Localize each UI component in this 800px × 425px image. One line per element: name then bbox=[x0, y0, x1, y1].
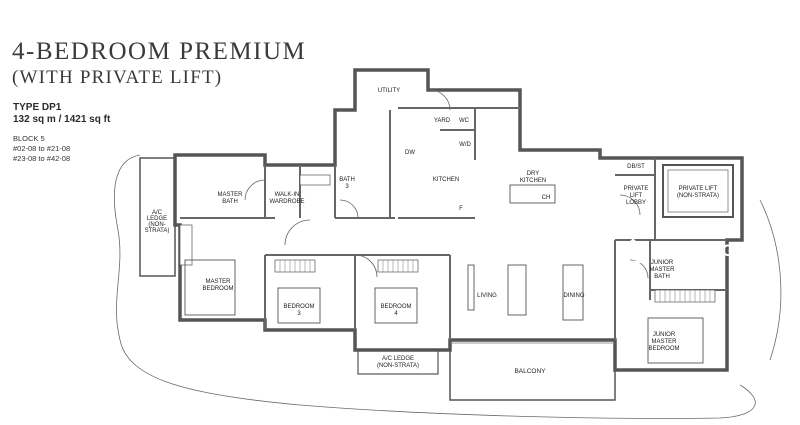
label-walkin: WARDROBE bbox=[269, 199, 304, 205]
label-wc: WC bbox=[459, 118, 470, 124]
sofa bbox=[507, 264, 527, 316]
ac-ledge-bottom bbox=[357, 349, 439, 375]
site-boundary bbox=[759, 199, 782, 361]
label-f: F bbox=[459, 206, 463, 212]
label-dining: DINING bbox=[564, 293, 585, 299]
door-swing bbox=[244, 179, 266, 201]
label-junior-master-bedroom: JUNIOR bbox=[653, 332, 676, 338]
plan-title: 4-BEDROOM PREMIUM bbox=[12, 38, 307, 65]
label-living: LIVING bbox=[477, 293, 497, 299]
dining-table bbox=[562, 264, 584, 321]
label-dw: DW bbox=[405, 150, 415, 156]
label-bedroom4: 4 bbox=[394, 311, 398, 317]
ac-ledge-left bbox=[139, 157, 176, 277]
plan-subtitle: (WITH PRIVATE LIFT) bbox=[12, 67, 223, 88]
balcony bbox=[449, 339, 616, 401]
label-private-lobby: PRIVATE bbox=[624, 186, 649, 192]
label-bath3: 3 bbox=[345, 184, 349, 190]
door-swing bbox=[619, 194, 641, 216]
label-ac-ledge-bottom: (NON-STRATA) bbox=[377, 363, 419, 369]
door-swing bbox=[429, 89, 451, 111]
outer-wall bbox=[173, 68, 744, 372]
label-junior-master-bath: MASTER bbox=[649, 267, 675, 273]
label-junior-master-bedroom: BEDROOM bbox=[648, 346, 679, 352]
label-ch: CH bbox=[542, 195, 551, 201]
label-bedroom3: 3 bbox=[297, 311, 301, 317]
label-junior-master-bath: BATH bbox=[654, 274, 670, 280]
label-private-lift: (NON-STRATA) bbox=[677, 193, 719, 199]
door-swing bbox=[354, 254, 378, 278]
wardrobe bbox=[299, 174, 331, 186]
label-ac-ledge-bottom: A/C LEDGE bbox=[382, 356, 414, 362]
bed bbox=[374, 287, 418, 324]
block-info: BLOCK 5 #02-08 to #21-08 #23-08 to #42-0… bbox=[13, 134, 70, 164]
block-line: #23-08 to #42-08 bbox=[13, 154, 71, 163]
watermark: PropertyGuru bbox=[620, 238, 763, 264]
label-dry-kitchen: DRY bbox=[527, 171, 540, 177]
label-utility: UTILITY bbox=[378, 88, 400, 94]
label-ac-ledge: (NON- bbox=[148, 222, 165, 228]
label-master-bath: BATH bbox=[222, 199, 238, 205]
label-walkin: WALK-IN bbox=[275, 192, 300, 198]
label-bath3: BATH bbox=[339, 177, 355, 183]
propertyguru-logo-icon bbox=[620, 238, 646, 264]
door-swing bbox=[284, 219, 311, 246]
label-master-bath: MASTER bbox=[217, 192, 243, 198]
block-line: #02-08 to #21-08 bbox=[13, 144, 71, 153]
label-yard: YARD bbox=[434, 118, 451, 124]
unit-area: 132 sq m / 1421 sq ft bbox=[13, 114, 111, 125]
label-ac-ledge: LEDGE bbox=[147, 216, 167, 222]
label-ac-ledge: A/C bbox=[152, 210, 163, 216]
label-master-bedroom: MASTER bbox=[205, 279, 231, 285]
watermark-text: PropertyGuru bbox=[650, 241, 763, 260]
label-dry-kitchen: KITCHEN bbox=[520, 178, 546, 184]
bed bbox=[184, 259, 236, 316]
label-junior-master-bedroom: MASTER bbox=[651, 339, 677, 345]
private-lift-shaft bbox=[662, 164, 734, 218]
tv-console bbox=[467, 264, 475, 311]
label-ac-ledge: STRATA) bbox=[145, 228, 170, 234]
site-boundary bbox=[113, 154, 756, 419]
wardrobe bbox=[179, 224, 193, 266]
label-junior-master-bath: JUNIOR bbox=[651, 260, 674, 266]
label-private-lobby: LIFT bbox=[630, 193, 643, 199]
label-balcony: BALCONY bbox=[514, 368, 546, 375]
unit-type: TYPE DP1 bbox=[13, 102, 62, 113]
block-line: BLOCK 5 bbox=[13, 134, 45, 143]
door-swing bbox=[339, 199, 359, 219]
label-kitchen: KITCHEN bbox=[433, 177, 459, 183]
label-bedroom4: BEDROOM bbox=[380, 304, 411, 310]
bed bbox=[647, 317, 704, 364]
bed bbox=[277, 287, 321, 324]
label-bedroom3: BEDROOM bbox=[283, 304, 314, 310]
label-master-bedroom: BEDROOM bbox=[202, 286, 233, 292]
kitchen-island bbox=[509, 184, 556, 204]
label-private-lift: PRIVATE LIFT bbox=[679, 186, 718, 192]
door-swing bbox=[629, 259, 649, 279]
label-private-lobby: LOBBY bbox=[626, 200, 646, 206]
label-wd: W/D bbox=[459, 142, 471, 148]
label-db-st: DB/ST bbox=[627, 164, 645, 170]
